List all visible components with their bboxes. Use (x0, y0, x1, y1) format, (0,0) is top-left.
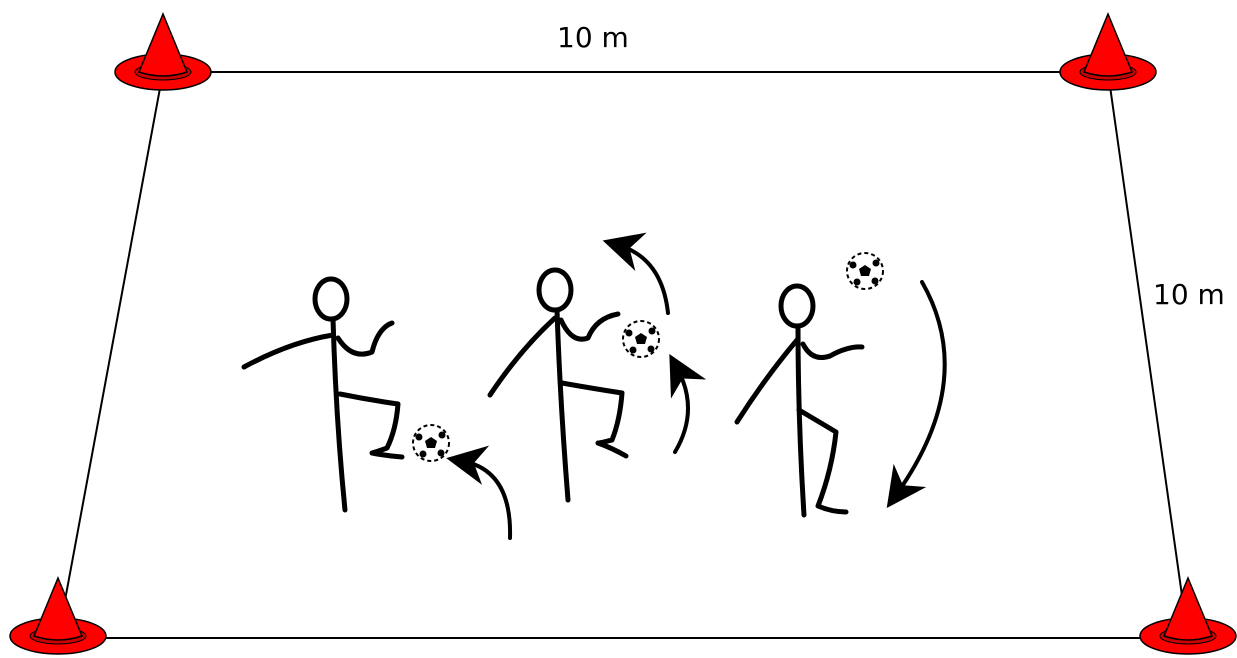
cone-icon (1060, 14, 1156, 90)
stick-figure-icon (490, 270, 626, 500)
curved-arrow-icon (462, 461, 510, 538)
side-dimension-label: 10 m (1153, 278, 1225, 311)
curved-arrow-icon (896, 282, 945, 495)
soccer-ball-icon (623, 321, 659, 357)
stick-figure-icon (244, 279, 402, 510)
cone-icon (10, 578, 106, 654)
curved-arrow-icon (675, 368, 688, 452)
cone-icon (115, 14, 211, 90)
curved-arrow-icon (618, 245, 668, 313)
field-boundary (58, 72, 1188, 638)
top-dimension-label: 10 m (557, 21, 629, 54)
cone-icon (1140, 578, 1236, 654)
soccer-ball-icon (413, 425, 449, 461)
soccer-ball-icon (847, 253, 883, 289)
stick-figure-icon (737, 286, 862, 515)
